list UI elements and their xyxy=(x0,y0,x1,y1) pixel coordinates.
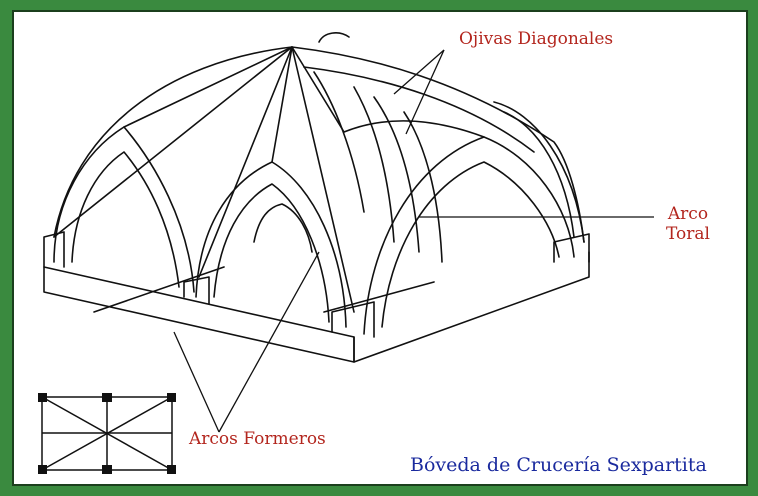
label-ojivas-diagonales: Ojivas Diagonales xyxy=(459,29,614,49)
floor-inner-left xyxy=(93,266,225,313)
label-arco-line1: Arco xyxy=(667,204,709,224)
arch-left-inner xyxy=(71,151,180,288)
leader-ojivas-1 xyxy=(393,49,445,95)
label-arco-toral: Arco Toral xyxy=(666,204,710,244)
leader-formeros-2 xyxy=(218,251,320,433)
floor-plan xyxy=(38,393,176,474)
vault-drawing xyxy=(38,32,654,474)
base-front-right xyxy=(353,251,590,363)
rib-apex xyxy=(123,46,293,128)
leader-ojivas-2 xyxy=(405,49,445,135)
base-front-left xyxy=(43,266,355,363)
diagram-title: Bóveda de Crucería Sexpartita xyxy=(410,454,707,476)
label-arcos-formeros: Arcos Formeros xyxy=(189,429,326,449)
arch-right-inner xyxy=(381,161,560,328)
diagram-panel: Ojivas Diagonales Arco Toral Arcos Forme… xyxy=(12,10,748,486)
floor-inner-right xyxy=(323,281,435,313)
label-arco-line2: Toral xyxy=(666,223,710,244)
arch-mid-inner xyxy=(213,183,330,323)
arch-right-outer xyxy=(363,136,575,335)
ojiva-rib-3 xyxy=(343,120,485,138)
arch-mid-outer xyxy=(195,161,347,328)
ojiva-rib-2 xyxy=(303,66,535,153)
leader-formeros-1 xyxy=(173,331,220,433)
